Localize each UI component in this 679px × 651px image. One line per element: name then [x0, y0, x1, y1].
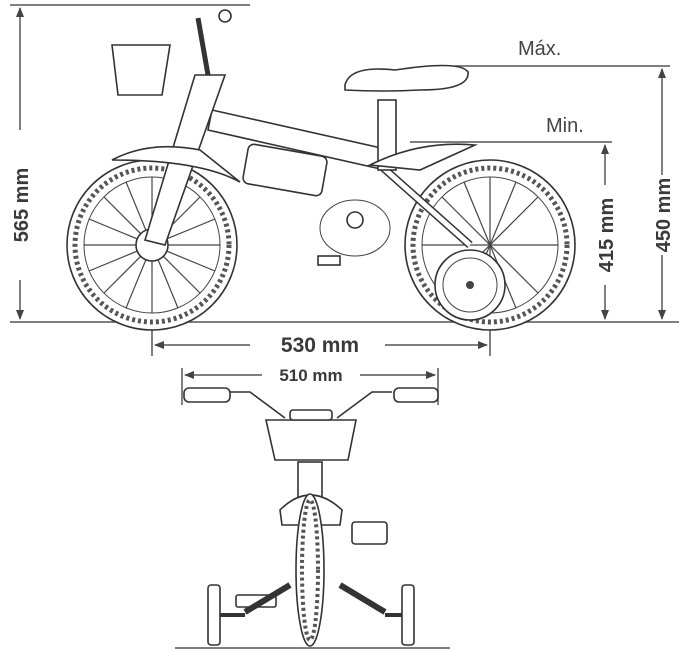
basket — [111, 44, 171, 96]
seat — [344, 64, 469, 92]
front-fender — [111, 145, 241, 183]
overall-height-label: 565 mm — [11, 168, 33, 243]
bike-side-illustration — [66, 9, 576, 331]
seat-height-min-label: 415 mm — [596, 198, 618, 273]
seat-height-max-label: 450 mm — [653, 178, 675, 253]
pedal — [317, 255, 341, 266]
front-basket — [265, 419, 357, 461]
left-grip — [183, 387, 231, 403]
wheelbase-label: 530 mm — [281, 334, 359, 357]
seat-min-label: Min. — [546, 115, 584, 137]
front-view: 510 mm — [175, 366, 450, 649]
right-grip — [393, 387, 439, 403]
rear-fender — [367, 143, 479, 171]
seat-max-label: Máx. — [518, 38, 561, 60]
bike-front-illustration — [183, 387, 439, 647]
right-training-wheel — [401, 584, 415, 646]
left-training-wheel — [207, 584, 221, 646]
water-bottle — [242, 143, 328, 197]
front-view-pedal — [351, 521, 388, 545]
front-view-wheel — [295, 493, 325, 647]
side-view: 565 mm Máx. Min. 450 mm 415 mm 530 mm — [10, 4, 679, 357]
chain-guard — [319, 199, 391, 257]
handlebar-width-label: 510 mm — [279, 366, 342, 385]
